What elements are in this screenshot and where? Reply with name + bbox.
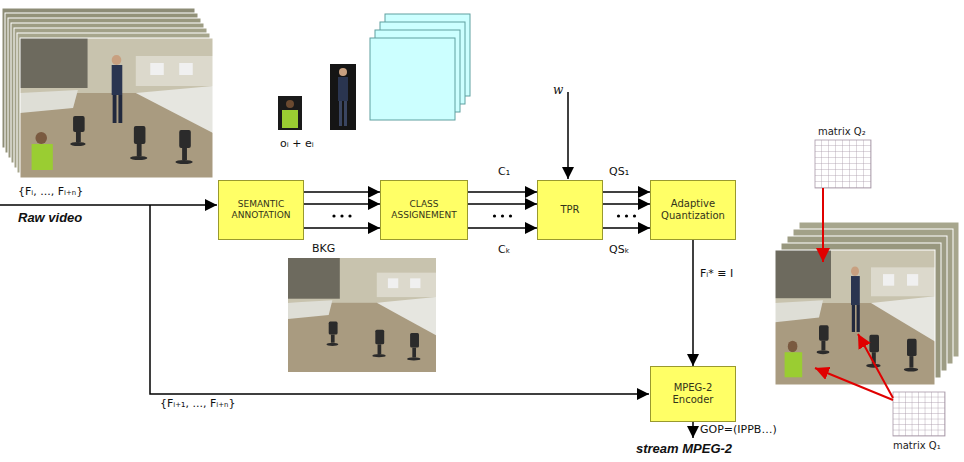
flow-arrow (304, 192, 380, 228)
box-text: TPR (560, 204, 579, 216)
frame-range: {Fᵢ₊₁, ..., Fᵢ₊ₙ} (160, 398, 235, 411)
box-text: CLASS ASSIGNEMENT (386, 199, 462, 221)
matrix-pointer (822, 188, 824, 262)
flow-arrow (304, 191, 380, 193)
matrix-label: matrix Q₁ (893, 440, 941, 452)
object-crops (344, 101, 347, 126)
output-frame-stack (775, 222, 959, 385)
quant-step-label: QS₁ (609, 166, 629, 179)
box-text: MPEG-2 Encoder (656, 382, 730, 406)
ellipsis-dot (332, 214, 335, 217)
signal-line (0, 92, 693, 438)
flow-arrow (304, 203, 380, 205)
weight-label: w (553, 84, 563, 98)
box-text: Adaptive Quantization (656, 198, 730, 222)
quantization-matrix (815, 140, 871, 188)
ellipsis-dot (625, 214, 628, 217)
output-frame-stack (775, 250, 935, 385)
frame-label: Fᵢ* ≡ I (700, 268, 733, 281)
matrix-pointer (858, 334, 893, 398)
matrix-label: matrix Q₂ (818, 126, 866, 138)
background-image (288, 258, 436, 372)
process-box: CLASS ASSIGNEMENT (380, 180, 468, 240)
matrix-pointer (815, 368, 893, 400)
signal-line (150, 205, 649, 394)
mask-stack (370, 38, 455, 120)
quantization-matrix (893, 392, 945, 436)
object-crops (278, 96, 302, 130)
object-crops (338, 77, 348, 101)
output-title: stream MPEG-2 (636, 442, 732, 457)
signal-line (567, 92, 569, 179)
ellipsis-dot (348, 214, 351, 217)
object-crops (339, 68, 347, 76)
flow-arrow (603, 203, 650, 205)
ellipsis-dot (501, 214, 504, 217)
process-box: Adaptive Quantization (650, 180, 736, 240)
signal-line (0, 204, 217, 206)
output-frame-stack (775, 250, 935, 385)
flow-arrow (304, 227, 380, 229)
class-label: C₁ (498, 166, 510, 179)
encoder-box: MPEG-2 Encoder (650, 366, 736, 422)
flow-arrow (603, 192, 650, 228)
input-frame-stack (20, 38, 213, 178)
flow-arrow (468, 191, 537, 193)
box-text: SEMANTIC ANNOTATION (224, 199, 298, 221)
flow-arrow (603, 191, 650, 193)
object-crops (330, 64, 356, 130)
flow-arrow (692, 240, 694, 366)
flow-arrow (603, 227, 650, 229)
ellipsis-dot (509, 214, 512, 217)
ellipsis-dot (340, 214, 343, 217)
class-label: BKG (312, 243, 335, 256)
object-crops (286, 100, 294, 108)
output-frame-stack (785, 266, 860, 377)
process-box: TPR (537, 180, 603, 240)
object-crops (278, 64, 356, 130)
matrix-pointer (815, 188, 893, 400)
class-label: Cₖ (498, 244, 510, 257)
gop-label: GOP=(IPPB…) (700, 424, 777, 437)
signal-line (692, 422, 694, 438)
quant-step-label: QSₖ (609, 244, 629, 257)
object-crops (282, 110, 298, 128)
input-title: Raw video (18, 211, 82, 226)
input-frame-stack (20, 38, 213, 178)
frame-range: {Fᵢ, ..., Fᵢ₊ₙ} (18, 186, 83, 199)
quantization-matrix (815, 140, 871, 188)
object-label: oᵢ + eᵢ (280, 138, 314, 151)
flow-arrow (468, 203, 537, 205)
input-frame-stack (32, 55, 123, 170)
quantization-matrix (815, 140, 945, 436)
input-frame-stack (2, 8, 213, 178)
flow-arrow (468, 192, 537, 228)
quantization-matrix (893, 392, 945, 436)
background-image (288, 258, 436, 372)
flow-arrow (693, 240, 694, 366)
ellipsis-dot (617, 214, 620, 217)
flow-arrow (468, 227, 537, 229)
ellipsis-dot (493, 214, 496, 217)
process-box: SEMANTIC ANNOTATION (218, 180, 304, 240)
object-crops (339, 101, 342, 126)
mask-stack (370, 14, 470, 120)
ellipsis-dot (633, 214, 636, 217)
